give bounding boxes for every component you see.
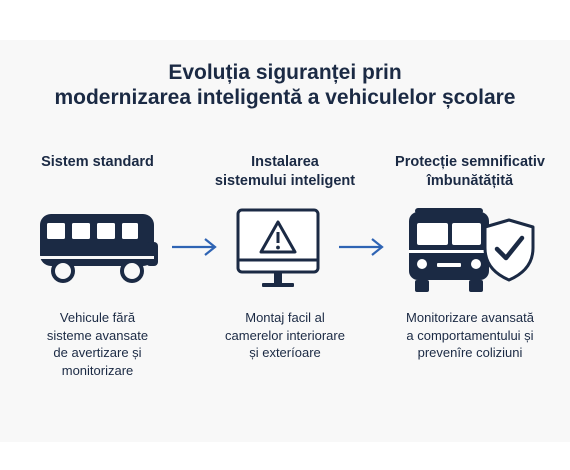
step-3-desc-line: a comportamentului și (406, 327, 534, 343)
arrow-right-icon (339, 238, 384, 256)
step-1-desc-line: sisteme avansate (46, 327, 149, 343)
step-2-heading-line: Instalarea (251, 154, 319, 170)
step-1-heading-line: Sistem standard (41, 154, 154, 170)
step-2-desc-line: Montaj facil al (245, 310, 325, 325)
step-3-desc-line: prevenîre coliziuni (417, 345, 523, 360)
step-2-desc-line: și exteríoare (249, 345, 321, 360)
step-3-desc-line: Monitorizare avansată (406, 310, 534, 325)
step-1-desc-line: monitorizare (61, 362, 134, 378)
step-1-heading: Sistem standard (15, 153, 180, 172)
step-1-desc-line: de avertizare și (53, 345, 142, 360)
title-line-1: Evoluția siguranței prin (168, 61, 402, 84)
diagram-title: Evoluția siguranței prin modernizarea in… (0, 60, 570, 110)
bus-front-shield-icon (409, 208, 535, 292)
step-1-desc-line: Vehicule fără (59, 310, 136, 325)
step-2-heading: Instalarea sistemului inteligent (195, 153, 375, 191)
step-3-description: Monitorizare avansată a comportamentului… (375, 309, 565, 362)
step-2-desc-line: camerelor interiorare (225, 327, 345, 343)
bus-side-icon (40, 214, 158, 283)
step-2-description: Montaj facil al camerelor interiorare și… (195, 309, 375, 362)
step-1-description: Vehicule fără sisteme avansate de averti… (15, 309, 180, 379)
monitor-warning-icon (236, 208, 320, 287)
step-2-heading-line: sistemului inteligent (214, 173, 356, 189)
title-line-2: modernizarea inteligentă a vehiculelor ș… (54, 86, 516, 109)
step-3-heading-line: îmbunătățită (426, 173, 514, 189)
arrow-right-icon (172, 238, 217, 256)
step-3-heading-line: Protecție semnificativ (395, 154, 545, 170)
step-3-heading: Protecție semnificativ îmbunătățită (375, 153, 565, 191)
